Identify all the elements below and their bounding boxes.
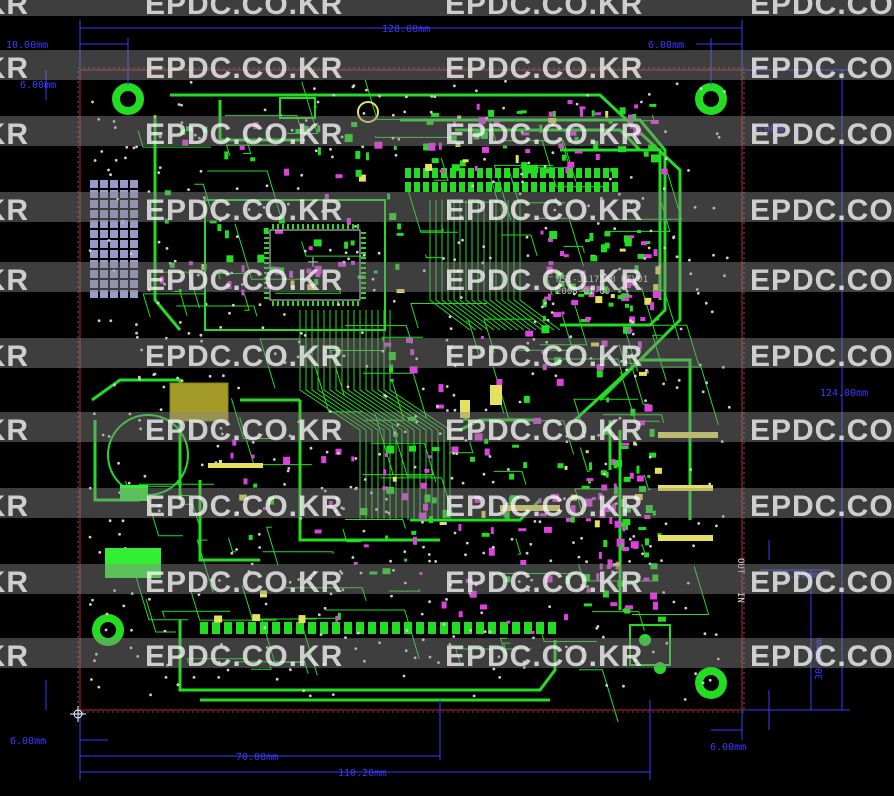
dim-top-width: 128.00mm	[382, 24, 430, 35]
svg-text:EPDC.CO.KR: EPDC.CO.KR	[750, 414, 894, 447]
svg-text:EPDC.CO.KR: EPDC.CO.KR	[445, 118, 643, 151]
svg-text:EPDC.CO.KR: EPDC.CO.KR	[145, 640, 343, 673]
dim-right-height: 124.00mm	[820, 388, 868, 399]
cpu-chip-outline	[269, 229, 361, 301]
svg-text:EPDC.CO.KR: EPDC.CO.KR	[750, 194, 894, 227]
svg-text:EPDC.CO.KR: EPDC.CO.KR	[445, 0, 643, 21]
main-traces	[91, 93, 692, 702]
battery-pad	[120, 485, 148, 501]
label-in: IN	[735, 592, 745, 603]
board-outline	[79, 69, 743, 711]
mounting-holes	[92, 83, 727, 699]
svg-text:EPDC.CO.KR: EPDC.CO.KR	[445, 194, 643, 227]
svg-text:EPDC.CO.KR: EPDC.CO.KR	[145, 52, 343, 85]
svg-text:EPDC.CO.KR: EPDC.CO.KR	[145, 490, 343, 523]
crystal-oscillator	[169, 382, 229, 422]
svg-text:O.KR: O.KR	[0, 264, 29, 297]
dim-right-mid: 7.00mm	[783, 570, 819, 581]
dim-bottom-right: 6.00mm	[710, 742, 746, 753]
cpu-ground-ring	[204, 199, 386, 331]
power-pad	[105, 548, 161, 578]
svg-text:EPDC.CO.KR: EPDC.CO.KR	[145, 118, 343, 151]
svg-text:EPDC.CO.KR: EPDC.CO.KR	[445, 640, 643, 673]
svg-text:EPDC.CO.KR: EPDC.CO.KR	[445, 414, 643, 447]
svg-text:EPDC.CO.KR: EPDC.CO.KR	[445, 490, 643, 523]
dim-top-right-offset: 6.00mm	[648, 40, 684, 51]
svg-text:EPDC.CO.KR: EPDC.CO.KR	[445, 264, 643, 297]
svg-text:EPDC.CO.KR: EPDC.CO.KR	[750, 52, 894, 85]
svg-text:O.KR: O.KR	[0, 194, 29, 227]
svg-text:O.KR: O.KR	[0, 490, 29, 523]
dim-right-low: 30.00mm	[814, 638, 825, 680]
svg-text:EPDC.CO.KR: EPDC.CO.KR	[750, 640, 894, 673]
svg-text:EPDC.CO.KR: EPDC.CO.KR	[750, 0, 894, 21]
svg-text:O.KR: O.KR	[0, 340, 29, 373]
svg-text:EPDC.CO.KR: EPDC.CO.KR	[145, 340, 343, 373]
label-out: OUT	[735, 558, 745, 575]
svg-text:EPDC.CO.KR: EPDC.CO.KR	[445, 52, 643, 85]
svg-text:EPDC.CO.KR: EPDC.CO.KR	[145, 194, 343, 227]
svg-text:EPDC.CO.KR: EPDC.CO.KR	[750, 118, 894, 151]
board-date: 2008-01-09	[556, 287, 610, 297]
board-name: NS1-JL1710B REV01	[556, 275, 648, 285]
dim-bottom-110: 110.20mm	[338, 768, 386, 779]
dim-right-small: 6.00mm	[752, 124, 788, 135]
svg-text:EPDC.CO.KR: EPDC.CO.KR	[145, 414, 343, 447]
svg-text:EPDC.CO.KR: EPDC.CO.KR	[445, 566, 643, 599]
dim-bottom-70: 70.00mm	[236, 752, 278, 763]
watermark-overlay: O.KR EPDC.CO.KR EPDC.CO.KR EPDC.CO.KR O.KR EP…	[0, 0, 894, 673]
dimension-lines	[45, 20, 850, 780]
component-pads	[88, 79, 731, 701]
dim-bottom-left: 6.00mm	[10, 736, 46, 747]
svg-text:EPDC.CO.KR: EPDC.CO.KR	[445, 340, 643, 373]
dim-left-small: 6.00mm	[20, 80, 56, 91]
dim-top-left-offset: 10.00mm	[6, 40, 48, 51]
svg-text:EPDC.CO.KR: EPDC.CO.KR	[145, 0, 343, 21]
svg-text:O.KR: O.KR	[0, 0, 29, 21]
svg-text:EPDC.CO.KR: EPDC.CO.KR	[145, 264, 343, 297]
svg-text:EPDC.CO.KR: EPDC.CO.KR	[750, 340, 894, 373]
svg-text:EPDC.CO.KR: EPDC.CO.KR	[750, 566, 894, 599]
large-components	[105, 97, 718, 674]
svg-text:O.KR: O.KR	[0, 52, 29, 85]
svg-text:O.KR: O.KR	[0, 566, 29, 599]
svg-text:O.KR: O.KR	[0, 118, 29, 151]
svg-text:EPDC.CO.KR: EPDC.CO.KR	[750, 264, 894, 297]
svg-text:EPDC.CO.KR: EPDC.CO.KR	[750, 490, 894, 523]
svg-text:EPDC.CO.KR: EPDC.CO.KR	[145, 566, 343, 599]
svg-text:O.KR: O.KR	[0, 414, 29, 447]
svg-text:O.KR: O.KR	[0, 640, 29, 673]
